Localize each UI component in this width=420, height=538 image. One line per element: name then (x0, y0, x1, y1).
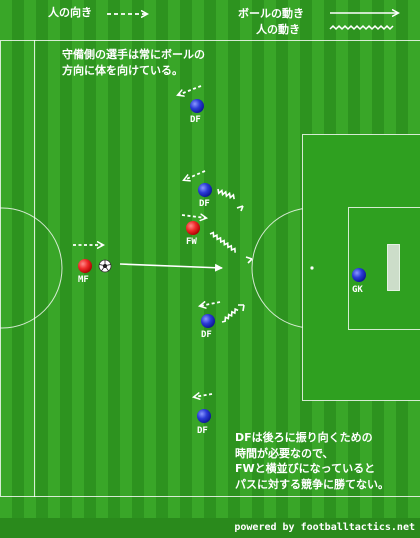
legend-run-arrow (329, 24, 394, 31)
goal (387, 244, 400, 291)
legend-facing-label: 人の向き (48, 6, 92, 19)
label-fw: FW (186, 237, 197, 247)
label-mf: MF (78, 275, 89, 285)
player-mf (78, 259, 92, 273)
player-df-bottom (197, 409, 211, 423)
note-bottom-right-line: 時間が必要なので、 (235, 446, 334, 460)
credit-bar (0, 518, 420, 538)
note-bottom-right-line: パスに対する競争に勝てない。 (235, 477, 389, 491)
note-top-left: 守備側の選手は常にボールの 方向に体を向けている。 (62, 47, 205, 78)
note-top-left-line: 守備側の選手は常にボールの (62, 48, 205, 61)
field-lines (0, 40, 420, 497)
run-arrow-df-upper-head (236, 205, 244, 212)
run-arrow-df-upper (217, 188, 235, 200)
run-arrow-df-lower (221, 307, 239, 323)
facing-arrow-df-top (178, 85, 202, 95)
facing-arrow-fw (181, 215, 206, 218)
label-df-upper: DF (199, 199, 210, 209)
label-df-bottom: DF (197, 426, 208, 436)
label-df-top: DF (190, 115, 201, 125)
player-df-top (190, 99, 204, 113)
goal-area (348, 207, 420, 330)
facing-arrow-df-upper (184, 170, 206, 180)
run-arrow-fw-head (245, 256, 253, 264)
player-df-upper (198, 183, 212, 197)
note-bottom-right-line: FWと横並びになっていると (235, 462, 376, 475)
run-arrow-fw (209, 231, 236, 253)
player-fw (186, 221, 200, 235)
note-top-left-line: 方向に体を向けている。 (62, 63, 183, 77)
legend-ball-label: ボールの動き (238, 7, 304, 20)
facing-arrow-df-lower (200, 302, 221, 306)
note-bottom-right-line: DFは後ろに振り向くための (235, 431, 373, 444)
player-df-lower (201, 314, 215, 328)
touchline (0, 40, 420, 497)
note-bottom-right: DFは後ろに振り向くための 時間が必要なので、 FWと横並びになっていると パス… (235, 430, 389, 492)
soccer-ball-icon (98, 259, 112, 273)
center-circle (0, 207, 63, 329)
penalty-area (302, 134, 420, 401)
run-arrow-df-lower-head (238, 304, 245, 312)
player-gk (352, 268, 366, 282)
penalty-spot (310, 266, 314, 270)
pass-arrow (119, 263, 223, 272)
label-gk: GK (352, 285, 363, 295)
legend-run-label: 人の動き (256, 23, 300, 36)
label-df-lower: DF (201, 330, 212, 340)
players (78, 99, 366, 423)
credit-text: powered by footballtactics.net (234, 522, 415, 533)
